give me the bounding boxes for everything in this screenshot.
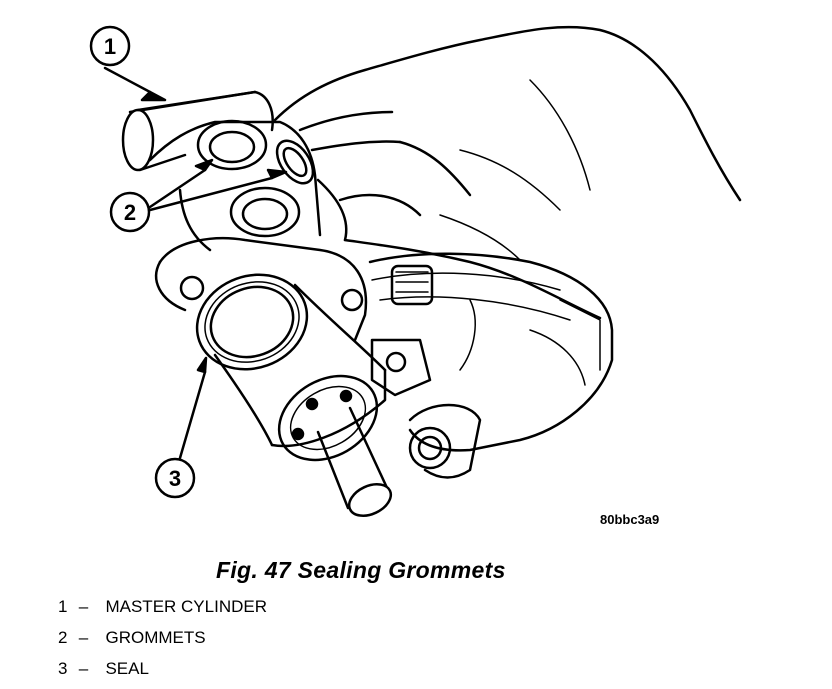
callout-3: 3 — [154, 356, 208, 499]
legend-separator: – — [78, 659, 89, 678]
legend-item: 3 – SEAL — [58, 658, 267, 689]
master-cylinder-illustration: 1 2 3 — [89, 25, 742, 517]
legend-separator: – — [78, 628, 89, 647]
callout-3-number: 3 — [169, 466, 181, 491]
hand-drawing — [273, 25, 742, 320]
legend-item: 1 – MASTER CYLINDER — [58, 596, 267, 627]
legend-number: 3 — [58, 659, 68, 678]
legend: 1 – MASTER CYLINDER 2 – GROMMETS 3 – SEA… — [58, 596, 267, 689]
callout-1: 1 — [89, 25, 167, 102]
legend-label: GROMMETS — [105, 628, 206, 647]
master-cylinder-drawing — [121, 90, 393, 517]
reference-code: 80bbc3a9 — [600, 512, 660, 527]
legend-separator: – — [78, 597, 89, 616]
callout-2: 2 — [109, 158, 288, 233]
brake-booster-drawing — [368, 252, 614, 479]
callout-1-number: 1 — [104, 34, 116, 59]
figure-title: Fig. 47 Sealing Grommets — [216, 557, 506, 583]
legend-label: SEAL — [105, 659, 149, 678]
legend-item: 2 – GROMMETS — [58, 627, 267, 658]
legend-number: 2 — [58, 628, 68, 647]
callout-2-number: 2 — [124, 200, 136, 225]
legend-label: MASTER CYLINDER — [105, 597, 267, 616]
legend-number: 1 — [58, 597, 68, 616]
